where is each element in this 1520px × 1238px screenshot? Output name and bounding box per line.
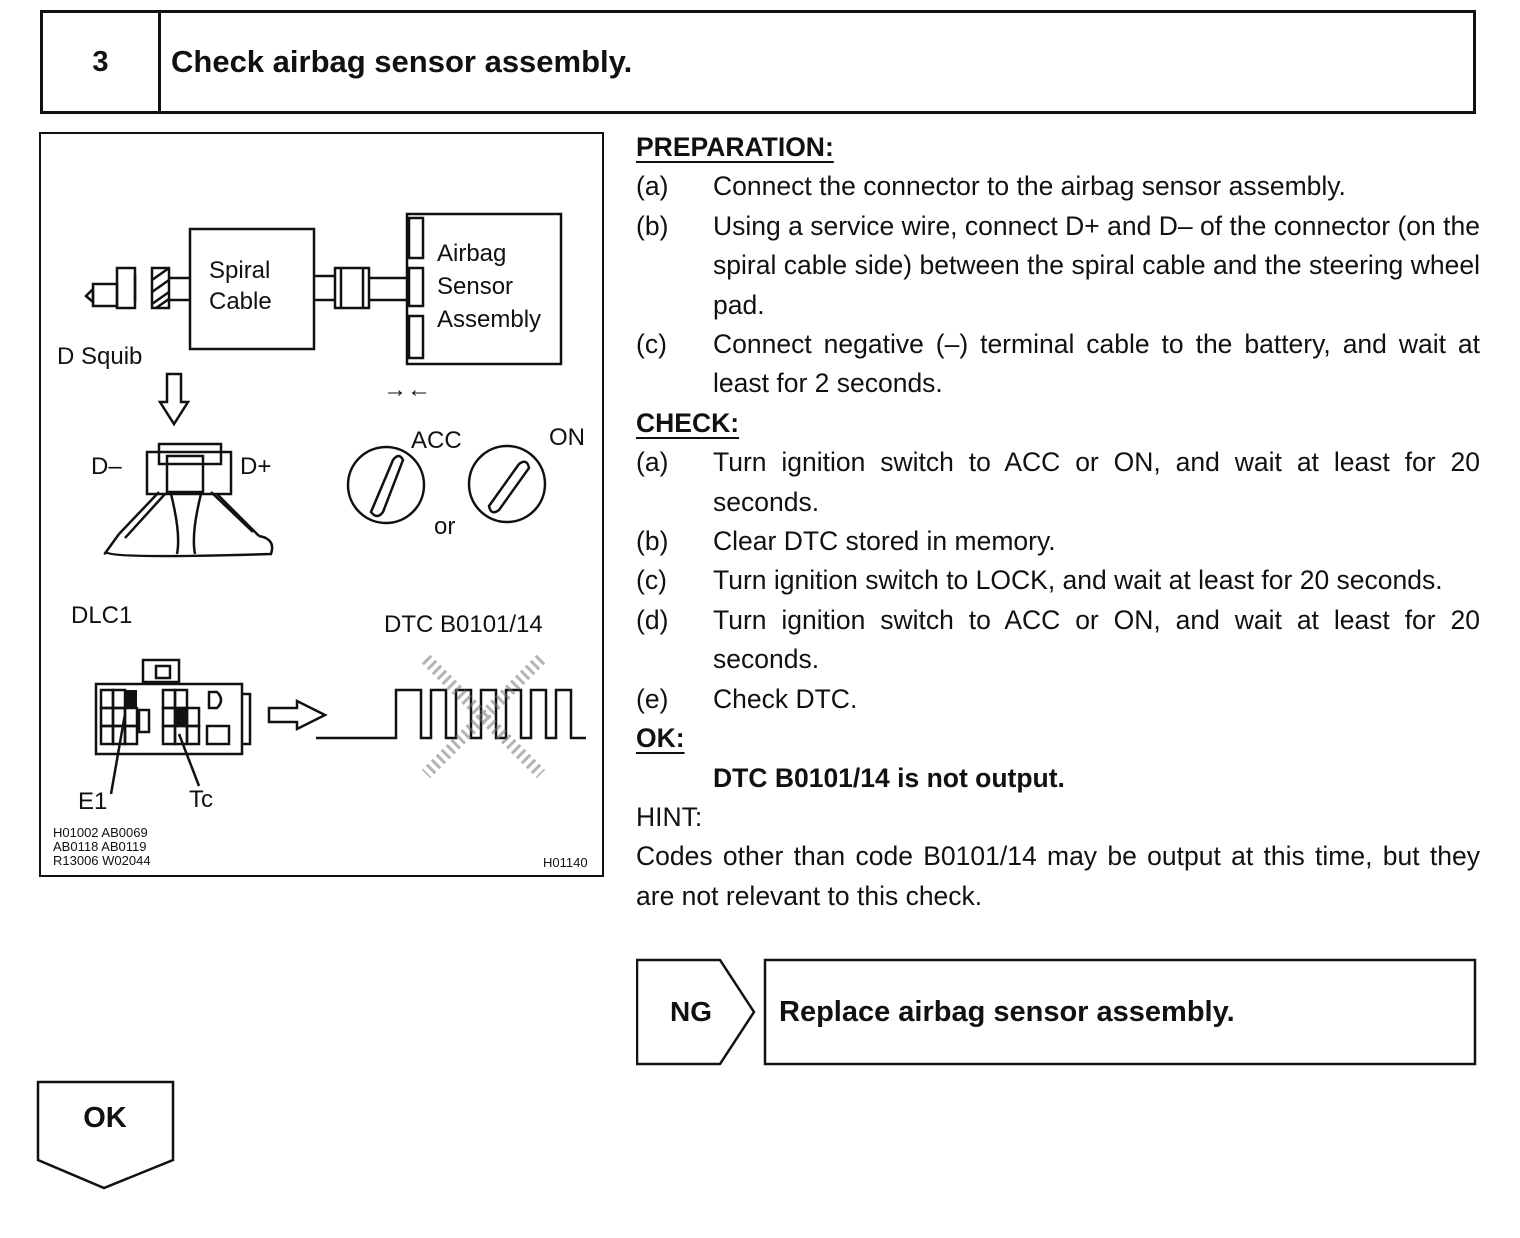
step-label: (d) <box>636 604 669 635</box>
step-text: Clear DTC stored in memory. <box>713 526 1056 557</box>
ok-criteria: DTC B0101/14 is not output. <box>713 762 1065 793</box>
or-label: or <box>434 513 456 540</box>
ok-arrow-outline <box>36 1080 175 1190</box>
ref-code-1: H01002 AB0069 <box>53 825 148 840</box>
step-text: Turn ignition switch to ACC or ON, and w… <box>713 604 1480 675</box>
ok-label: OK <box>83 1102 127 1134</box>
dlc1-label: DLC1 <box>71 602 133 629</box>
check-step: (d) Turn ignition switch to ACC or ON, a… <box>636 601 1480 680</box>
tc-terminal-marker <box>175 708 187 726</box>
instructions: PREPARATION: (a) Connect the connector t… <box>636 128 1480 916</box>
step-label: (c) <box>636 329 667 360</box>
connector-arrows-label: →← <box>383 376 431 403</box>
step-text: Connect negative (–) terminal cable to t… <box>713 329 1480 399</box>
sensor-label-1: Airbag <box>437 240 507 267</box>
ref-code-3: R13006 W02044 <box>53 853 151 868</box>
d-squib-connector-drawing <box>103 442 274 558</box>
e1-terminal-marker <box>125 690 137 708</box>
check-step: (a) Turn ignition switch to ACC or ON, a… <box>636 443 1480 522</box>
ignition-switch-acc-icon <box>346 445 426 525</box>
d-minus-label: D– <box>91 453 122 480</box>
step-text: Turn ignition switch to LOCK, and wait a… <box>713 565 1443 596</box>
step-header: 3 Check airbag sensor assembly. <box>40 10 1476 114</box>
ref-code-2: AB0118 AB0119 <box>53 839 147 854</box>
on-label: ON <box>549 424 585 451</box>
ignition-switch-on-icon <box>467 444 547 524</box>
acc-label: ACC <box>411 427 462 454</box>
hint-text: Codes other than code B0101/14 may be ou… <box>636 841 1480 911</box>
step-label: (b) <box>636 526 669 557</box>
step-label: (c) <box>636 565 667 596</box>
right-arrow-icon <box>267 698 328 732</box>
sensor-label-2: Sensor <box>437 273 514 300</box>
step-label: (a) <box>636 447 669 478</box>
d-squib-label: D Squib <box>57 343 143 370</box>
sensor-label-3: Assembly <box>437 306 542 333</box>
preparation-step: (c) Connect negative (–) terminal cable … <box>636 325 1480 404</box>
spiral-cable-label-2: Cable <box>209 288 272 315</box>
dtc-label: DTC B0101/14 <box>384 611 543 638</box>
ng-action: Replace airbag sensor assembly. <box>779 995 1235 1028</box>
step-text: Using a service wire, connect D+ and D– … <box>713 210 1480 320</box>
spiral-cable-label-1: Spiral <box>209 257 271 284</box>
preparation-heading: PREPARATION: <box>636 132 834 162</box>
wiring-diagram <box>84 212 586 795</box>
d-plus-label: D+ <box>240 453 272 480</box>
cross-out-mark <box>421 654 546 779</box>
dlc1-connector-drawing <box>94 658 252 795</box>
ng-box-outline <box>636 958 1477 1066</box>
e1-label: E1 <box>78 788 108 815</box>
step-number: 3 <box>43 13 161 111</box>
step-label: (e) <box>636 683 669 714</box>
illustration-panel: Spiral Cable Airbag Sensor Assembly D Sq… <box>39 132 604 877</box>
down-arrow-icon <box>157 372 191 427</box>
connector-assembly-drawing <box>84 212 563 366</box>
step-text: Connect the connector to the airbag sens… <box>713 171 1346 202</box>
ng-result-box: NG Replace airbag sensor assembly. <box>636 958 1478 1066</box>
preparation-step: (b) Using a service wire, connect D+ and… <box>636 207 1480 325</box>
figure-id: H01140 <box>543 855 588 870</box>
hint-heading: HINT: <box>636 801 703 832</box>
step-text: Check DTC. <box>713 683 858 714</box>
step-label: (a) <box>636 171 669 202</box>
check-step: (b) Clear DTC stored in memory. <box>636 522 1480 561</box>
step-title: Check airbag sensor assembly. <box>171 44 633 79</box>
step-text: Turn ignition switch to ACC or ON, and w… <box>713 447 1480 517</box>
ng-label: NG <box>670 996 712 1027</box>
step-label: (b) <box>636 210 669 241</box>
check-heading: CHECK: <box>636 407 740 438</box>
tc-label: Tc <box>189 786 213 813</box>
dtc-waveform <box>316 688 586 740</box>
check-step: (e) Check DTC. <box>636 680 1480 719</box>
check-step: (c) Turn ignition switch to LOCK, and wa… <box>636 561 1480 600</box>
ok-heading: OK: <box>636 723 685 754</box>
ok-arrow-box: OK <box>36 1080 178 1192</box>
preparation-step: (a) Connect the connector to the airbag … <box>636 167 1480 206</box>
